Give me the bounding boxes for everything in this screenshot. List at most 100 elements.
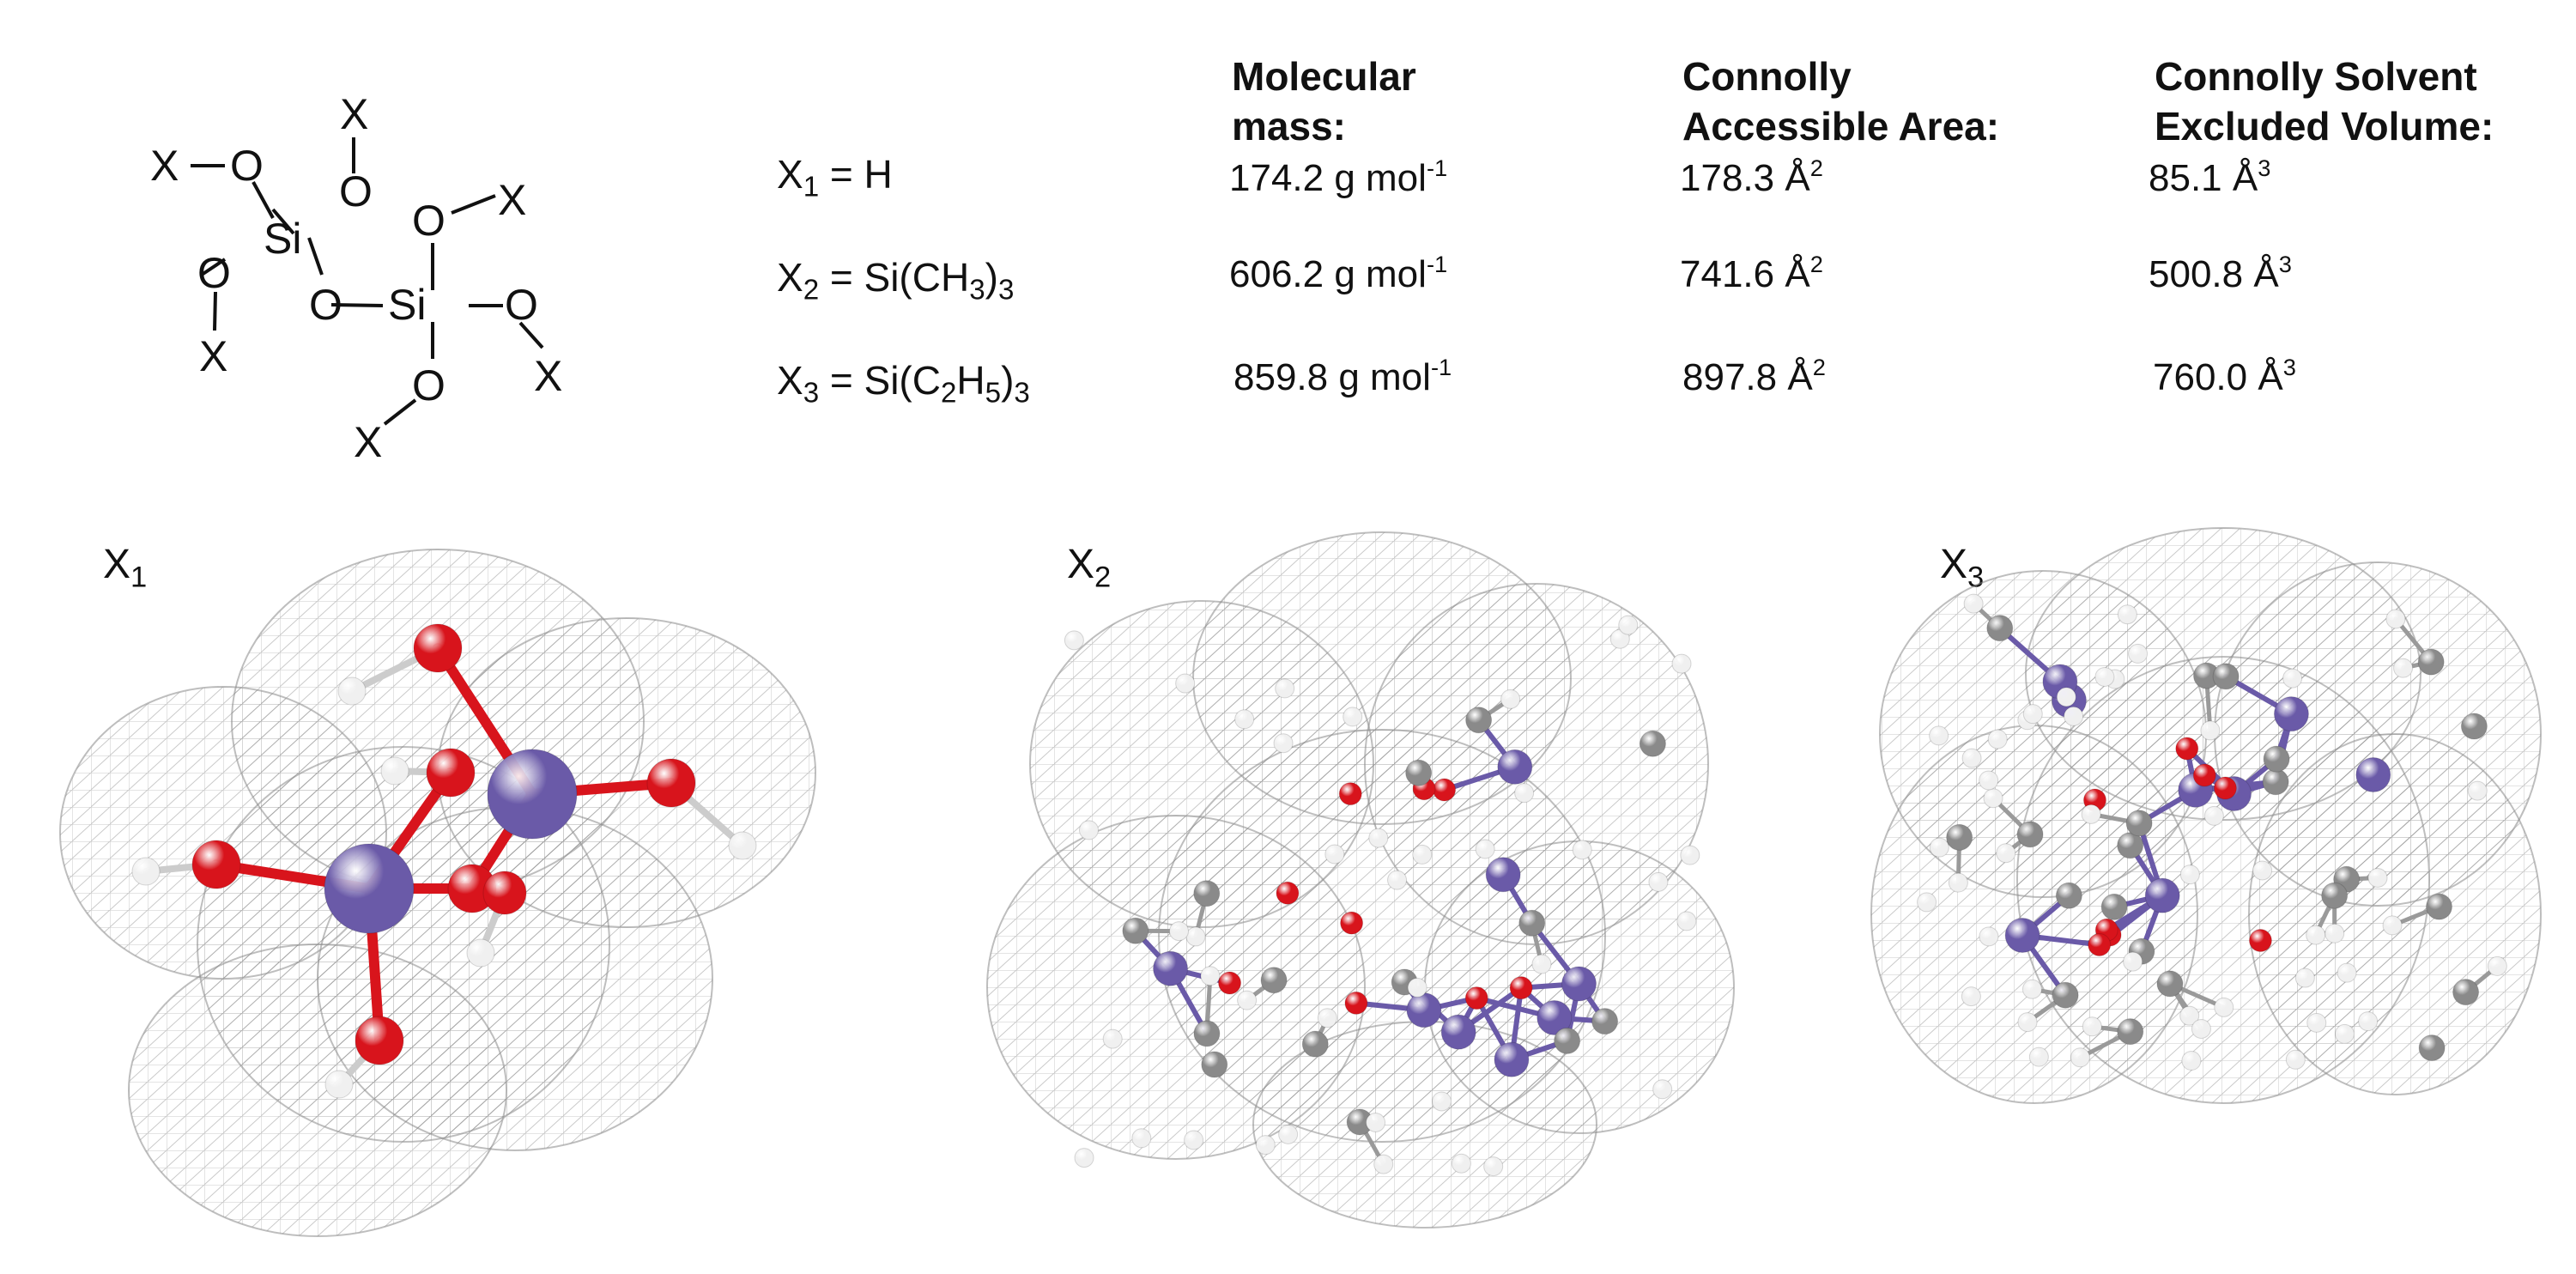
area-exponent: 2 — [1812, 354, 1826, 381]
silicon-atom — [1153, 950, 1189, 986]
mass-exponent: -1 — [1426, 251, 1448, 278]
oxygen-atom — [1218, 971, 1242, 995]
carbon-atom — [2425, 893, 2452, 920]
mass-value-x3: 859.8 g mol-1 — [1233, 354, 1452, 402]
carbon-atom — [2100, 893, 2128, 920]
formula-subscript: 2 — [940, 377, 957, 410]
hydrogen-atom — [2282, 668, 2303, 689]
atom-x: X — [498, 176, 526, 224]
atom-o: O — [339, 167, 373, 215]
atom-x: X — [354, 418, 382, 466]
label-formula: = Si(C — [819, 358, 941, 403]
hydrogen-atom — [1983, 788, 2003, 809]
hydrogen-atom — [2191, 1018, 2211, 1039]
hydrogen-atom — [466, 938, 495, 968]
hydrogen-atom — [1237, 990, 1258, 1010]
carbon-atom — [1465, 707, 1493, 734]
hydrogen-atom — [2393, 658, 2414, 678]
carbon-atom — [1518, 909, 1546, 937]
atom-o: O — [505, 281, 538, 329]
carbon-atom — [2262, 768, 2289, 796]
surface-lobe — [2248, 733, 2542, 1095]
header-excluded-volume: Connolly Solvent Excluded Volume: — [2155, 52, 2494, 151]
label-prefix: X — [777, 255, 803, 300]
hydrogen-atom — [1234, 709, 1255, 730]
carbon-atom — [1405, 759, 1433, 786]
carbon-atom — [1193, 880, 1221, 907]
hydrogen-atom — [1064, 630, 1084, 651]
atom-o: O — [309, 281, 342, 329]
surface-lobe — [1252, 1021, 1597, 1228]
formula-part: ) — [985, 255, 998, 300]
area-value-x1: 178.3 Å2 — [1680, 155, 1823, 203]
hydrogen-atom — [1531, 954, 1552, 974]
molecule-atoms — [1064, 615, 1700, 1177]
formula-bonds — [191, 137, 544, 426]
mass-text: 859.8 g mol — [1233, 356, 1431, 398]
volume-text: 500.8 Å — [2149, 253, 2279, 295]
hydrogen-atom — [1671, 653, 1692, 674]
hydrogen-atom — [2294, 968, 2315, 988]
volume-value-x3: 760.0 Å3 — [2153, 354, 2296, 402]
hydrogen-atom — [2081, 804, 2101, 824]
carbon-atom — [1946, 823, 1973, 851]
hydrogen-atom — [1175, 673, 1196, 694]
hydrogen-atom — [324, 1070, 354, 1099]
formula-subscript: 3 — [1014, 377, 1030, 410]
carbon-atom — [2117, 1018, 2144, 1046]
hydrogen-atom — [2337, 962, 2357, 983]
oxygen-atom — [1340, 911, 1364, 935]
hydrogen-atom — [1366, 1112, 1386, 1132]
mass-text: 606.2 g mol — [1229, 253, 1427, 295]
atom-x: X — [340, 90, 368, 138]
oxygen-atom — [482, 871, 527, 915]
hydrogen-atom — [2021, 979, 2042, 999]
hydrogen-atom — [2022, 704, 2043, 725]
hydrogen-atom — [1680, 845, 1700, 865]
mass-value-x1: 174.2 g mol-1 — [1229, 155, 1447, 203]
carbon-atom — [2452, 979, 2480, 1006]
model-label-index: 2 — [1094, 561, 1112, 594]
hydrogen-atom — [2358, 1011, 2379, 1032]
hydrogen-atom — [1948, 872, 1968, 893]
formula-subscript: 3 — [997, 274, 1015, 306]
hydrogen-atom — [2179, 1005, 2200, 1026]
carbon-atom — [2460, 713, 2488, 740]
atom-si: Si — [264, 215, 301, 263]
header-line: mass: — [1232, 104, 1346, 149]
hydrogen-atom — [1200, 966, 1221, 986]
area-text: 178.3 Å — [1680, 157, 1810, 199]
model-label-prefix: X — [1067, 542, 1095, 587]
atom-x: X — [534, 352, 562, 400]
hydrogen-atom — [2064, 706, 2084, 726]
volume-exponent: 3 — [2278, 251, 2292, 278]
molecule-model-x2 — [986, 531, 1735, 1228]
hydrogen-atom — [1407, 977, 1427, 998]
hydrogen-atom — [2181, 1051, 2202, 1071]
atom-o: O — [412, 361, 445, 410]
label-index: 2 — [803, 274, 820, 306]
hydrogen-atom — [1387, 870, 1408, 890]
model-label-prefix: X — [1940, 542, 1968, 587]
molecule-model-x1 — [59, 549, 816, 1237]
header-line: Connolly Solvent — [2155, 54, 2477, 99]
carbon-atom — [2263, 745, 2290, 773]
carbon-atom — [2016, 821, 2044, 848]
hydrogen-atom — [2117, 604, 2137, 625]
hydrogen-atom — [1273, 733, 1294, 754]
carbon-atom — [2212, 663, 2240, 690]
hydrogen-atom — [2385, 609, 2406, 629]
silicon-atom — [2144, 877, 2180, 913]
area-text: 741.6 Å — [1680, 253, 1810, 295]
hydrogen-atom — [1078, 820, 1099, 840]
hydrogen-atom — [2367, 867, 2388, 888]
label-formula: = Si(CH — [819, 255, 970, 300]
label-formula: = H — [819, 152, 893, 197]
hydrogen-atom — [2200, 720, 2221, 741]
hydrogen-atom — [2306, 1012, 2327, 1033]
oxygen-atom — [646, 758, 696, 808]
hydrogen-atom — [2487, 956, 2507, 976]
oxygen-atom — [1338, 782, 1362, 806]
hydrogen-atom — [2017, 1012, 2038, 1033]
atom-o: O — [412, 197, 445, 245]
